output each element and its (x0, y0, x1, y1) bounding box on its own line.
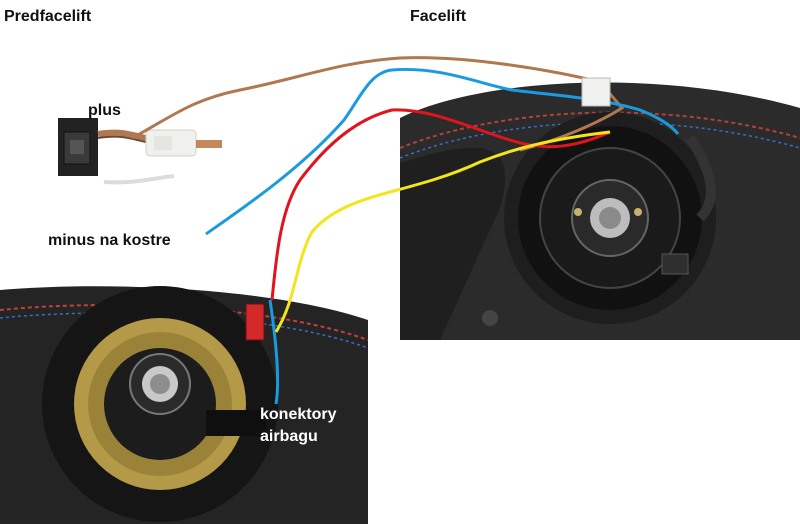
konektory-label-line1: konektory (260, 406, 337, 423)
predfacelift-steering-wheel-photo (0, 280, 368, 524)
connector-photo (54, 112, 234, 192)
predfacelift-title: Predfacelift (4, 8, 92, 25)
plus-label: plus (88, 102, 121, 119)
facelift-steering-wheel-photo (400, 68, 800, 340)
minus-label: minus na kostre (48, 232, 171, 249)
konektory-label-line2: airbagu (260, 428, 318, 445)
facelift-title: Facelift (410, 8, 467, 25)
